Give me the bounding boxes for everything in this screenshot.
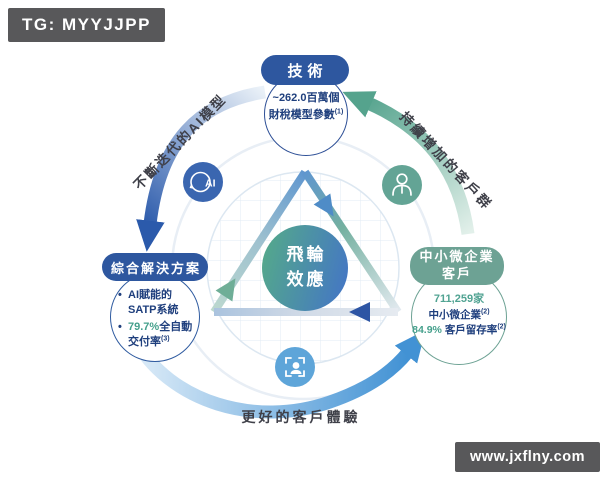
model-params-label: 財稅模型參數(1)	[268, 108, 344, 122]
person-icon	[382, 165, 422, 205]
flywheel-center: 飛輪 效應	[262, 225, 348, 311]
solution-stats: • AI賦能的 SATP系統 • 79.7%全自動 交付率(3)	[118, 288, 198, 351]
customers-pill-label-line2: 客戶	[441, 266, 472, 281]
footnote-2: (2)	[480, 308, 490, 315]
solution-circle	[110, 272, 200, 362]
solution-pill: 綜合解決方案	[102, 253, 208, 281]
flywheel-label-line2: 效應	[286, 270, 327, 289]
customers-circle	[411, 269, 507, 365]
sme-count-value: 711,259家	[433, 293, 485, 305]
arrow-customer-growth	[342, 91, 475, 235]
triangle-head-right	[313, 193, 334, 217]
website-badge: www.jxflny.com	[455, 442, 600, 472]
retention-rate-value: 84.9%	[412, 324, 442, 337]
flow-label-customer-experience: 更好的客戶體驗	[241, 409, 361, 425]
bullet-delivery-rate: • 79.7%全自動 交付率(3)	[118, 320, 198, 350]
technology-pill: 技術	[261, 55, 349, 85]
svg-text:AI: AI	[205, 178, 216, 190]
triangle-head-bottom	[349, 302, 370, 322]
triangle-edge-right	[301, 169, 402, 315]
delivery-rate-label: 79.7%全自動 交付率(3)	[128, 320, 193, 348]
footnote-1: (1)	[334, 108, 344, 116]
footnote-2: (2)	[497, 323, 506, 331]
footnote-3: (3)	[161, 334, 170, 342]
customers-stats: 711,259家 中小微企業(2) 84.9% 客戶留存率(2)	[409, 291, 509, 339]
arrow-customer-experience	[129, 330, 426, 419]
customers-pill-label-line1: 中小微企業	[419, 249, 495, 265]
model-params-value: ~262.0百萬個	[272, 92, 340, 104]
retention-rate: 84.9% 客戶留存率(2)	[412, 323, 506, 337]
customer-scan-icon	[275, 347, 315, 387]
bullet-dot: •	[118, 320, 122, 333]
technology-stats: ~262.0百萬個 財稅模型參數(1)	[258, 90, 354, 124]
telegram-badge: TG: MYYJJPP	[8, 8, 165, 42]
ai-icon: AI	[183, 162, 223, 202]
bullet-satp: • AI賦能的 SATP系統	[118, 288, 198, 318]
arrow-ai-model	[136, 85, 267, 252]
triangle-head-left	[215, 278, 236, 302]
bullet-dot: •	[118, 289, 122, 301]
delivery-rate-value: 79.7%	[128, 320, 160, 333]
customers-pill: 中小微企業 客戶	[410, 247, 504, 285]
technology-pill-label: 技術	[287, 62, 328, 80]
solution-pill-label: 綜合解決方案	[110, 260, 201, 276]
flywheel-label-line1: 飛輪	[286, 245, 327, 265]
satp-label: AI賦能的 SATP系統	[128, 289, 179, 316]
sme-count-label: 中小微企業(2)	[428, 308, 490, 321]
